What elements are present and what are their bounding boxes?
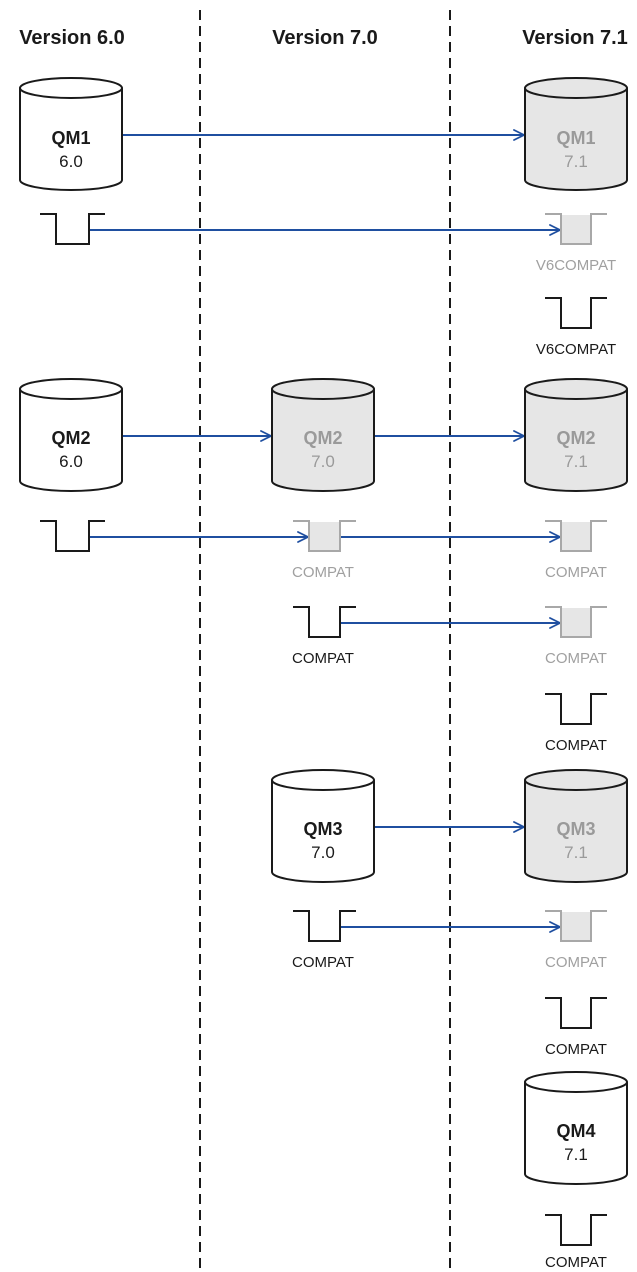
- package-label: COMPAT: [292, 954, 354, 971]
- database-cylinder-icon: [524, 88, 628, 191]
- package-tray-icon: [293, 520, 356, 552]
- migration-arrows: [90, 135, 560, 927]
- package-label: COMPAT: [292, 564, 354, 581]
- package-compat-qm3-v7-1-migrated: COMPAT: [545, 910, 607, 971]
- queue-manager-qm1-v7-1: QM1 7.1: [524, 77, 628, 191]
- database-cylinder-icon: [19, 88, 123, 191]
- package-tray-icon: [293, 910, 356, 942]
- package-tray-icon: [545, 910, 607, 942]
- package-label: COMPAT: [545, 564, 607, 581]
- qm-version: 7.1: [564, 452, 588, 471]
- package-label: COMPAT: [545, 650, 607, 667]
- package-qm2-v6-0: [40, 520, 105, 552]
- package-compat-v7-1-from-v7-0: COMPAT: [545, 606, 607, 667]
- package-v6compat-migrated: V6COMPAT: [536, 213, 616, 274]
- package-tray-icon: [545, 693, 607, 725]
- queue-manager-qm1-v6-0: QM1 6.0: [19, 77, 123, 191]
- package-tray-icon: [545, 213, 607, 245]
- package-compat-qm3-v7-1-new: COMPAT: [545, 997, 607, 1058]
- database-cylinder-icon: [524, 1082, 628, 1185]
- qm-version: 7.1: [564, 152, 588, 171]
- package-tray-icon: [545, 297, 607, 329]
- package-compat-qm3-v7-0: COMPAT: [292, 910, 356, 971]
- package-tray-icon: [545, 997, 607, 1029]
- package-label: COMPAT: [545, 1254, 607, 1271]
- package-label: COMPAT: [292, 650, 354, 667]
- qm-name: QM1: [556, 128, 595, 148]
- database-cylinder-icon: [524, 389, 628, 492]
- queue-manager-qm2-v7-1: QM2 7.1: [524, 378, 628, 492]
- qm-name: QM3: [303, 819, 342, 839]
- database-cylinder-icon: [271, 389, 375, 492]
- package-compat-v7-1-migrated: COMPAT: [545, 520, 607, 581]
- package-qm1-v6-0: [40, 213, 105, 245]
- queue-manager-qm3-v7-1: QM3 7.1: [524, 769, 628, 883]
- qm-name: QM3: [556, 819, 595, 839]
- package-tray-icon: [545, 1214, 607, 1246]
- qm-version: 7.0: [311, 843, 335, 862]
- package-tray-icon: [40, 213, 105, 245]
- queue-manager-qm2-v7-0: QM2 7.0: [271, 378, 375, 492]
- package-label: V6COMPAT: [536, 257, 616, 274]
- qm-name: QM1: [51, 128, 90, 148]
- package-compat-v7-0-new: COMPAT: [292, 606, 356, 667]
- package-tray-icon: [545, 606, 607, 638]
- qm-name: QM2: [556, 428, 595, 448]
- package-tray-icon: [293, 606, 356, 638]
- qm-version: 7.1: [564, 1145, 588, 1164]
- qm-version: 7.0: [311, 452, 335, 471]
- package-label: COMPAT: [545, 954, 607, 971]
- package-compat-v7-1-new: COMPAT: [545, 693, 607, 754]
- queue-manager-qm2-v6-0: QM2 6.0: [19, 378, 123, 492]
- qm-name: QM2: [51, 428, 90, 448]
- database-cylinder-icon: [524, 780, 628, 883]
- package-v6compat-new: V6COMPAT: [536, 297, 616, 358]
- package-label: COMPAT: [545, 1041, 607, 1058]
- qm-version: 7.1: [564, 843, 588, 862]
- header-version-7-0: Version 7.0: [272, 27, 378, 49]
- package-label: COMPAT: [545, 737, 607, 754]
- package-label: V6COMPAT: [536, 341, 616, 358]
- qm-name: QM4: [556, 1121, 595, 1141]
- qm-name: QM2: [303, 428, 342, 448]
- database-cylinder-icon: [271, 780, 375, 883]
- queue-manager-qm3-v7-0: QM3 7.0: [271, 769, 375, 883]
- database-cylinder-icon: [19, 389, 123, 492]
- package-tray-icon: [40, 520, 105, 552]
- header-version-7-1: Version 7.1: [522, 27, 628, 49]
- header-version-6-0: Version 6.0: [19, 27, 125, 49]
- package-compat-v7-0-migrated: COMPAT: [292, 520, 356, 581]
- qm-version: 6.0: [59, 452, 83, 471]
- package-tray-icon: [545, 520, 607, 552]
- package-compat-qm4-v7-1: COMPAT: [545, 1214, 607, 1271]
- qm-version: 6.0: [59, 152, 83, 171]
- queue-manager-qm4-v7-1: QM4 7.1: [524, 1071, 628, 1185]
